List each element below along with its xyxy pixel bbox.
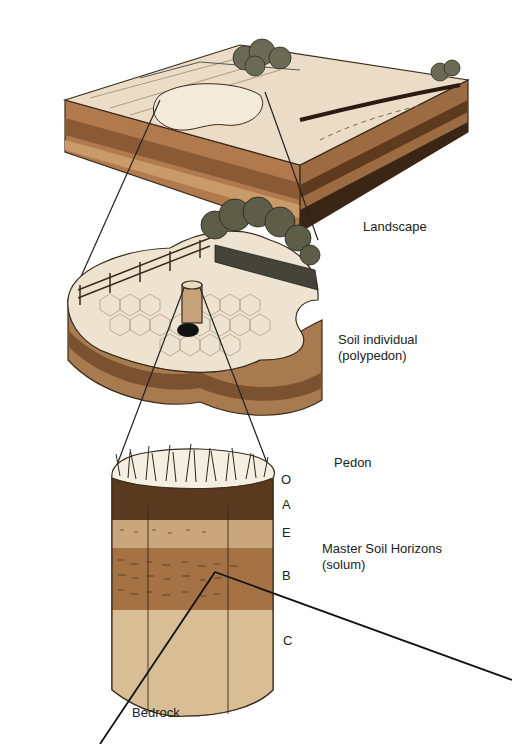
panel-label: Landscape [363,219,483,235]
panel-label: Soil individual (polypedon) [338,332,442,364]
panel-label: Master Soil Horizons (solum) [322,541,462,573]
horizon-letter: E [282,525,302,541]
bedrock-label: Bedrock [132,705,212,721]
horizon-letter: O [281,472,301,488]
pedon-prism [112,444,275,716]
horizon-letter: B [282,568,302,584]
panel-label: Pedon [334,455,414,471]
landscape-block [65,45,468,232]
horizon-letter: A [282,497,302,513]
polypedon-block [68,197,322,415]
trees [233,39,460,81]
horizon-letter: C [283,633,303,649]
pointer-lines [100,572,512,744]
